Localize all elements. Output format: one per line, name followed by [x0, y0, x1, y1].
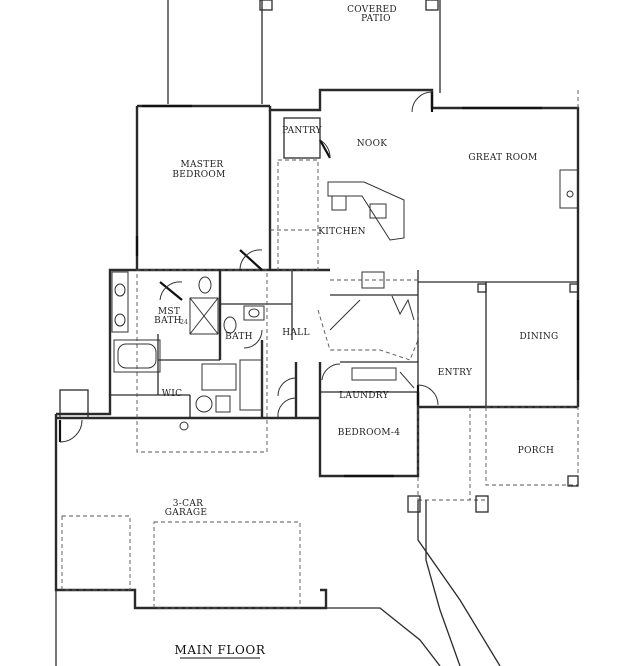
mst-bath-label-line2: BATH [154, 316, 182, 326]
hall-label: HALL [282, 328, 310, 338]
bath-label: BATH [225, 332, 253, 342]
room-labels: COVERED PATIO PANTRY NOOK GREAT ROOM MAS… [154, 5, 558, 518]
garage-label-line2: GARAGE [165, 508, 208, 518]
porch-label: PORCH [518, 446, 554, 456]
dimension-note: 24 [180, 319, 188, 326]
fixtures [111, 169, 579, 431]
doors [58, 91, 580, 478]
entry-label: ENTRY [438, 368, 473, 378]
covered-patio [167, 0, 441, 104]
garage-label-line1: 3-CAR [173, 499, 203, 509]
interior-walls [110, 110, 578, 418]
exterior-lines [55, 283, 579, 666]
mst-bath-label-line1: MST [158, 307, 180, 317]
dining-label: DINING [519, 332, 558, 342]
master-label-line1: MASTER [180, 160, 223, 170]
garage-side-box [59, 389, 89, 419]
laundry-label: LAUNDRY [339, 391, 389, 401]
covered-patio-label-line2: PATIO [361, 14, 391, 24]
bedroom4-label: BEDROOM-4 [338, 428, 401, 438]
wic-label: WIC [162, 389, 183, 399]
kitchen-label: KITCHEN [318, 227, 366, 237]
pantry-label: PANTRY [282, 126, 323, 136]
master-label-line2: BEDROOM [172, 170, 225, 180]
great-room-label: GREAT ROOM [468, 153, 537, 163]
dashed-lines [61, 90, 579, 609]
nook-label: NOOK [357, 139, 388, 149]
exterior-walls [54, 88, 580, 610]
plan-title: MAIN FLOOR [174, 643, 265, 657]
covered-patio-label-line1: COVERED [347, 5, 397, 15]
